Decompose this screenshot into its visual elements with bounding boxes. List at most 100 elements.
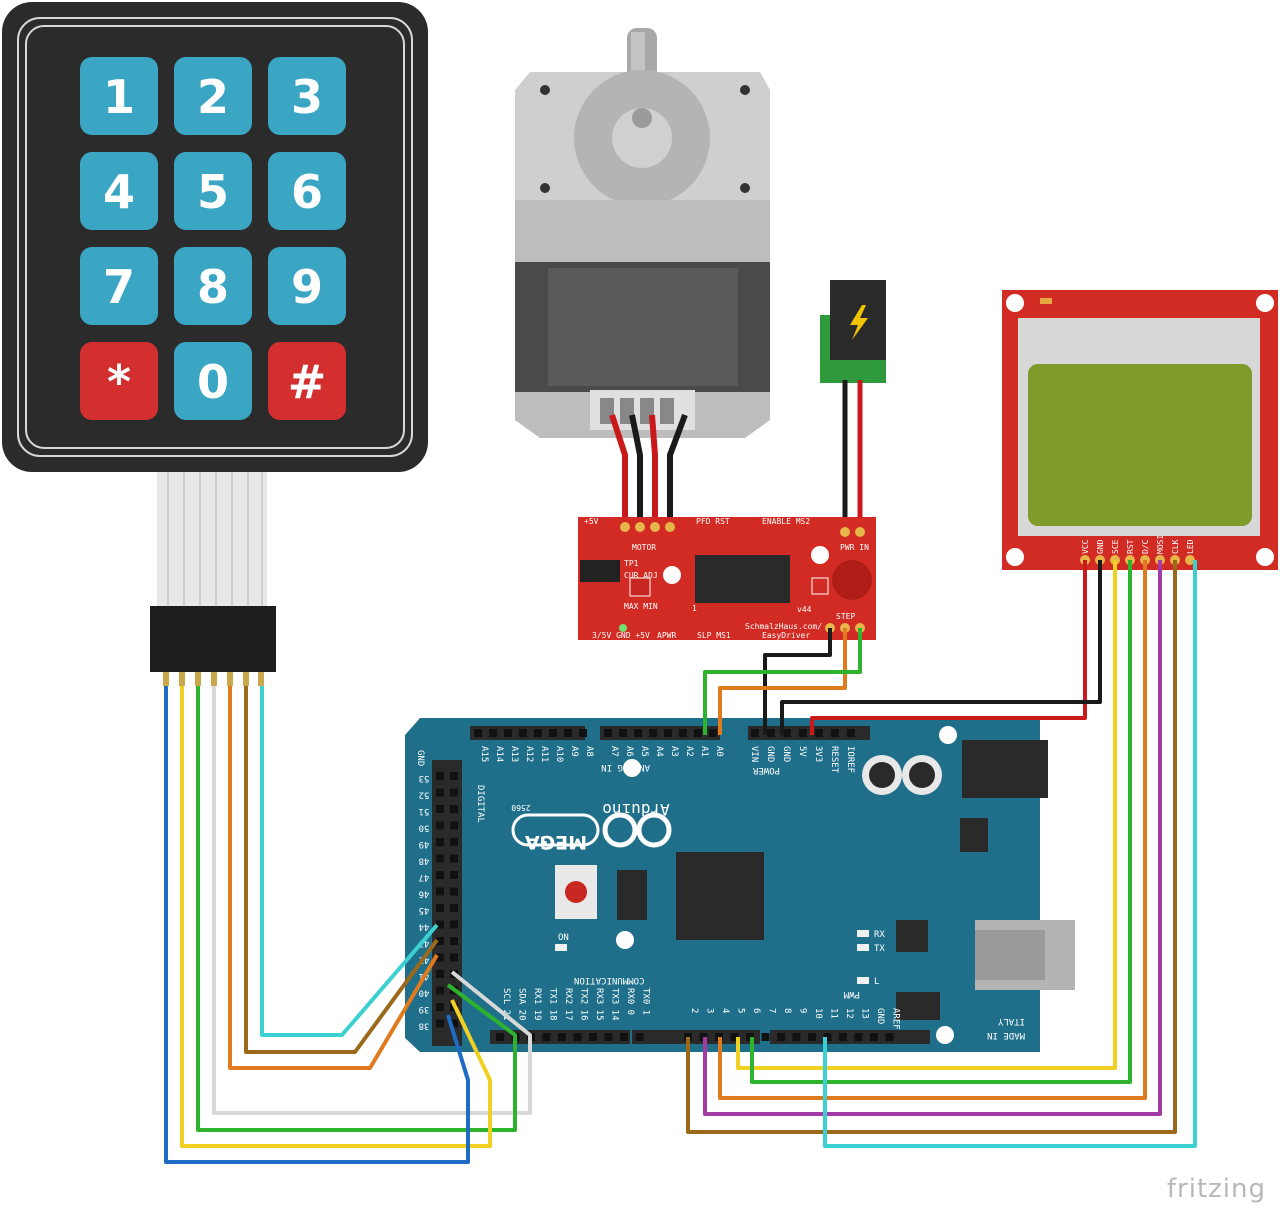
- header-pin: [436, 805, 444, 813]
- keypad-border-outer: [17, 17, 413, 457]
- easydriver-potentiometer: [629, 577, 651, 597]
- pin-label: A9: [569, 746, 579, 757]
- wire-lcd-gnd: [780, 560, 1102, 735]
- header-pin: [579, 729, 587, 737]
- pin-label: 49: [419, 839, 430, 849]
- key-label: *: [107, 355, 131, 409]
- pin-label: GND: [875, 1008, 885, 1024]
- label-rx: RX: [874, 930, 885, 940]
- pin-label: 51: [419, 806, 430, 816]
- wire-gnd-easydriver: [763, 628, 832, 735]
- header-pin: [450, 788, 458, 797]
- header-pin: [436, 920, 444, 929]
- mount-hole: [936, 1026, 954, 1044]
- led-l: [857, 977, 869, 984]
- label-tp1: TP1: [624, 559, 639, 568]
- pin-label: 52: [419, 790, 430, 800]
- header-pin: [436, 854, 444, 863]
- pin-label: 3: [705, 1008, 715, 1013]
- header-pin: [436, 887, 444, 896]
- wire-lcd-clk: [686, 560, 1177, 1134]
- header-pin: [870, 1033, 878, 1041]
- key-label: 8: [197, 260, 229, 314]
- header-pin: [664, 729, 672, 737]
- header-pin: [450, 821, 458, 830]
- label-on: ON: [558, 933, 569, 943]
- header-pin: [436, 871, 444, 879]
- label-tx: TX: [874, 944, 885, 954]
- header-analog-low: [600, 726, 720, 740]
- label-v44: v44: [797, 605, 812, 614]
- label-apwr: APWR: [657, 631, 676, 640]
- label-cur-adj: CUR ADJ: [624, 571, 658, 580]
- label-enable-ms2: ENABLE MS2: [762, 517, 810, 526]
- pin-label: IOREF: [845, 746, 855, 773]
- label-gnd-top: GND: [415, 750, 425, 766]
- pin-label: A8: [584, 746, 594, 757]
- voltage-regulator: [960, 818, 988, 852]
- label-easydriver: EasyDriver: [762, 631, 810, 640]
- pin-label: A14: [494, 746, 504, 762]
- pin-label: 3V3: [813, 746, 823, 762]
- key-label: 1: [103, 70, 135, 124]
- easydriver-pins: [620, 522, 865, 633]
- wire-keypad-7: [260, 686, 439, 1037]
- fritzing-watermark: fritzing: [1166, 1174, 1266, 1204]
- lcd-pin-label: SCE: [1111, 539, 1120, 554]
- key-1: [80, 57, 158, 135]
- header-pin: [815, 729, 823, 737]
- dc-jack: [962, 740, 1048, 798]
- header-pin: [558, 1033, 566, 1041]
- label-pwr-in: PWR IN: [840, 543, 869, 552]
- header-pin: [450, 871, 458, 879]
- wire-lcd-mosi: [703, 560, 1162, 1116]
- header-pin: [450, 854, 458, 863]
- lightning-icon: [850, 305, 868, 340]
- lcd-pin-label: LED: [1186, 539, 1195, 554]
- wire-dir: [703, 628, 862, 735]
- header-pin: [761, 1033, 770, 1041]
- header-pin: [436, 986, 444, 995]
- wire-lcd-sce: [736, 560, 1117, 1070]
- header-pin: [634, 729, 642, 737]
- pin-label: A6: [624, 746, 634, 757]
- header-pin: [792, 1033, 801, 1041]
- header-pin: [450, 904, 458, 912]
- arduino-brand: Arduino: [602, 800, 669, 819]
- label-motor: MOTOR: [632, 543, 656, 552]
- motor-wires: [609, 413, 688, 520]
- pin-label: 39: [419, 1004, 430, 1014]
- pin-label: TX3 14: [610, 988, 620, 1021]
- pin-label: A13: [509, 746, 519, 762]
- pin-label: 6: [751, 1008, 761, 1013]
- header-pin: [450, 1019, 458, 1028]
- pin-label: 10: [813, 1008, 823, 1019]
- arduino-mega: RX TX L ON Arduino MEGA 2560 ANALOG IN P…: [405, 718, 1075, 1052]
- pin-label: A10: [554, 746, 564, 762]
- header-pin: [436, 970, 444, 978]
- mount-hole: [616, 931, 634, 949]
- wire-lcd-vcc: [810, 560, 1087, 735]
- label-analog-in: ANALOG IN: [601, 762, 650, 772]
- pin-label: A4: [654, 746, 664, 757]
- label-digital: DIGITAL: [475, 785, 485, 823]
- header-pin: [694, 729, 702, 737]
- pin-label: GND: [781, 746, 791, 762]
- pin-label: A0: [714, 746, 724, 757]
- header-pin: [534, 729, 542, 737]
- icsp-header: [617, 870, 647, 920]
- pin-label: GND: [765, 746, 775, 762]
- easydriver-hole: [663, 566, 681, 584]
- header-pin: [489, 729, 497, 737]
- label-step: STEP: [836, 612, 855, 621]
- header-pin: [709, 729, 717, 737]
- header-pin: [450, 920, 458, 929]
- wire-lcd-dc: [718, 560, 1147, 1100]
- pin-label: TX2 16: [579, 988, 589, 1021]
- pin-label: A7: [609, 746, 619, 757]
- easydriver-board: +5V MOTOR PFD RST ENABLE MS2 PWR IN TP1 …: [578, 517, 876, 640]
- key-hash: [268, 342, 346, 420]
